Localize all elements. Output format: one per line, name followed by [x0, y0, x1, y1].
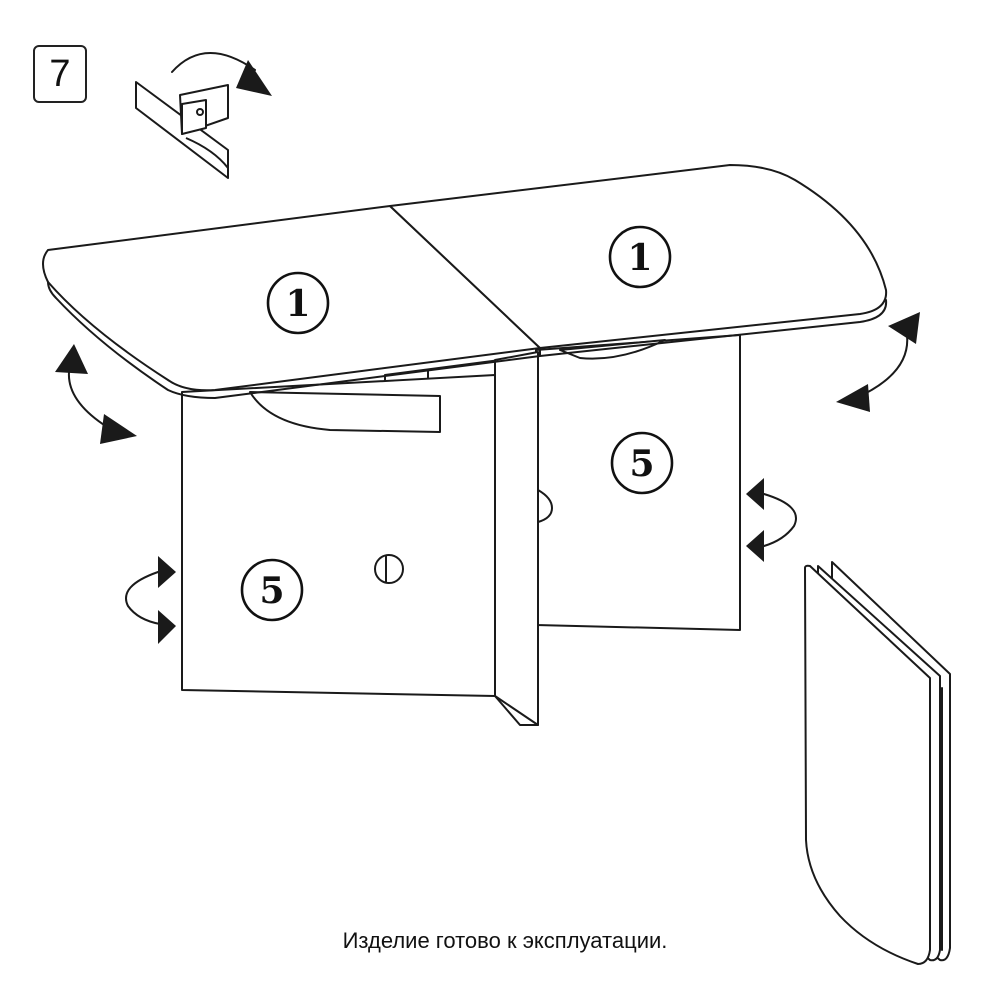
- tabletop-right-leaf: [389, 164, 888, 349]
- fold-arrow-left: [55, 344, 137, 444]
- rotate-arrow-left-panel: [125, 556, 176, 644]
- svg-text:5: 5: [629, 443, 654, 485]
- center-post: [494, 351, 553, 726]
- part-label-panel-right: 5: [610, 431, 674, 495]
- hinge-detail: [135, 81, 229, 179]
- tabletop: [42, 164, 888, 399]
- folded-table: [804, 561, 951, 965]
- fold-arrow-right: [836, 312, 920, 412]
- hinge-arrow-head: [236, 60, 272, 96]
- step-number-box: 7: [33, 45, 87, 103]
- svg-text:1: 1: [627, 237, 652, 279]
- tabletop-left-leaf: [42, 205, 541, 392]
- caption: Изделие готово к эксплуатации.: [342, 928, 668, 953]
- svg-text:5: 5: [259, 570, 284, 612]
- part-label-tabletop-left: 1: [266, 271, 330, 335]
- left-bracket: [249, 391, 441, 433]
- part-label-tabletop-right: 1: [608, 225, 672, 289]
- step-number: 7: [49, 52, 71, 95]
- rotate-arrow-right-panel: [746, 478, 797, 562]
- hinge-rotate-arrow: [171, 52, 256, 73]
- part-label-panel-left: 5: [240, 558, 304, 622]
- svg-text:1: 1: [285, 283, 310, 325]
